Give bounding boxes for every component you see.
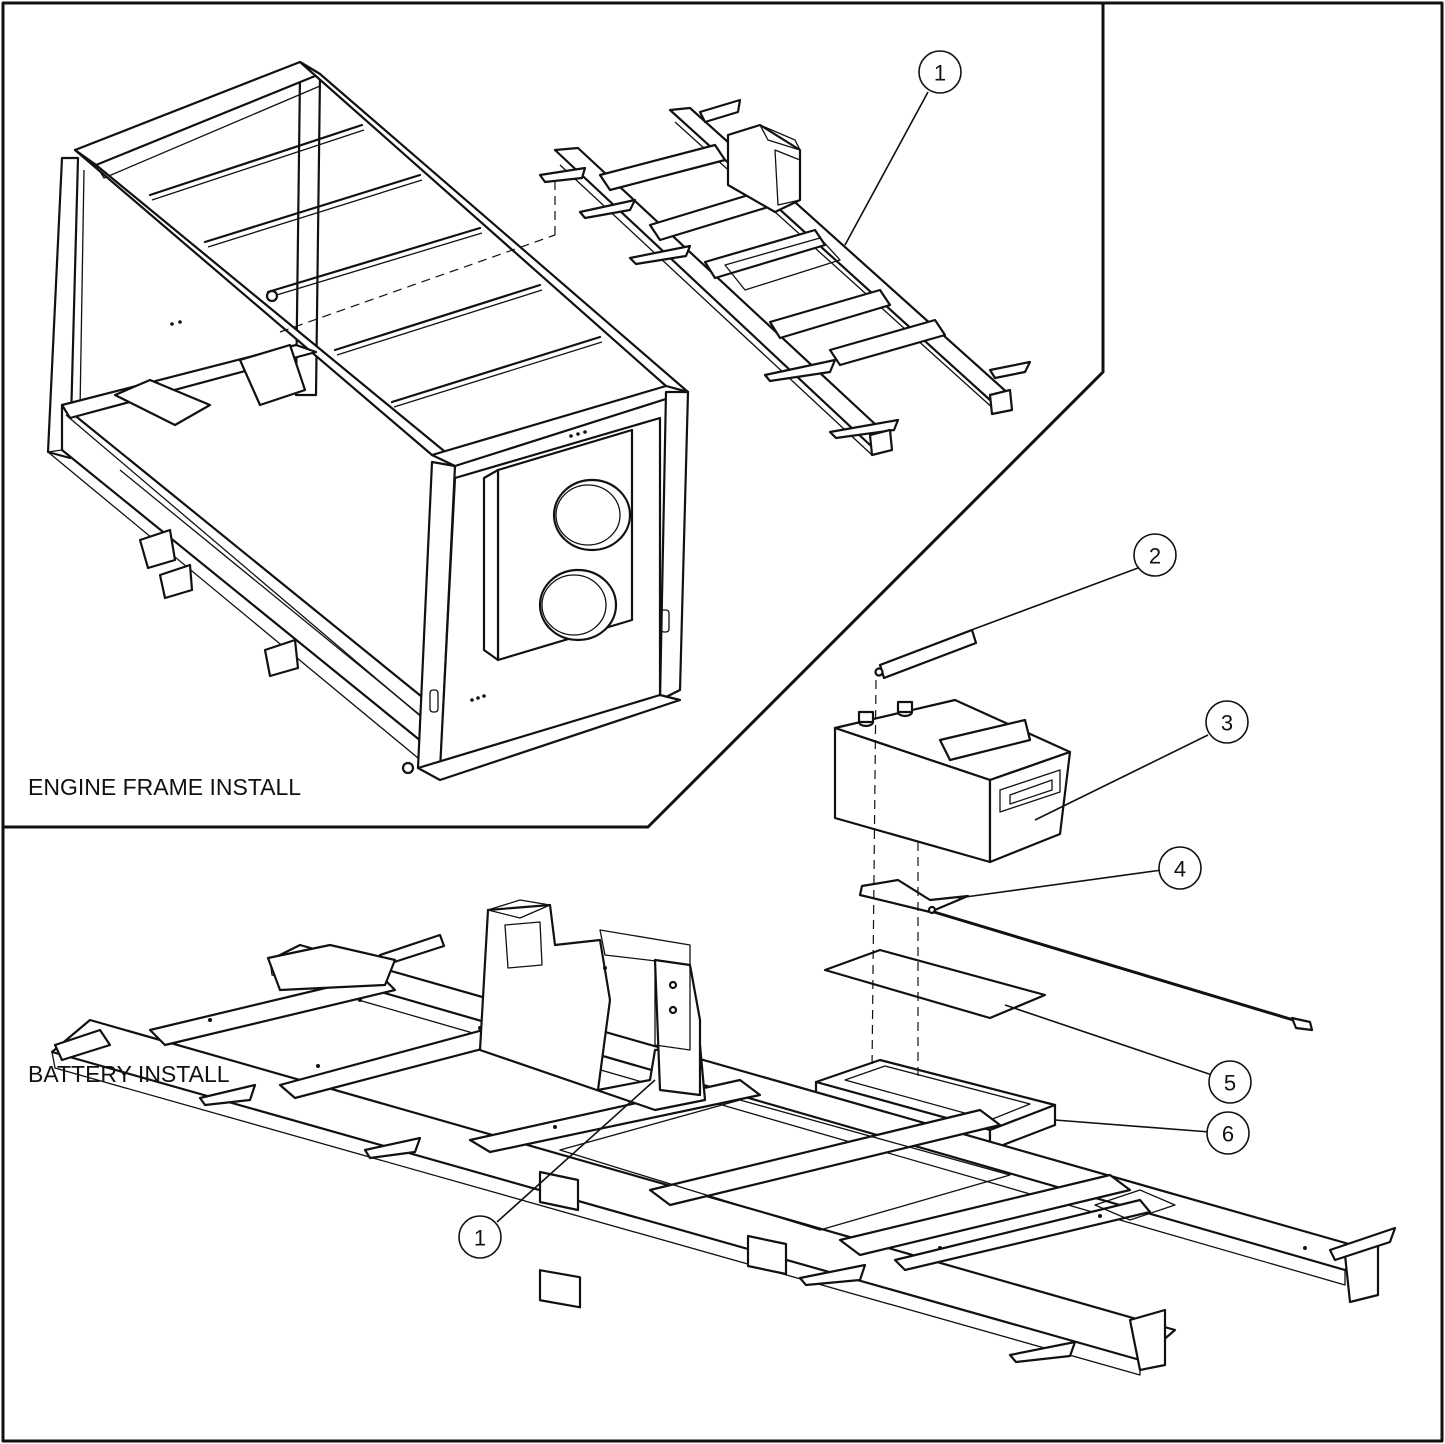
callout-5: 5 (1208, 1060, 1252, 1104)
callout-3-number: 3 (1221, 711, 1233, 736)
callout-3: 3 (1205, 700, 1249, 744)
callout-2-number: 2 (1149, 544, 1161, 569)
battery-mat (823, 948, 1047, 1020)
battery-install-title: BATTERY INSTALL (28, 1061, 230, 1087)
callout-1-top: 1 (918, 50, 962, 94)
battery-hold-down-bar (874, 628, 978, 680)
ground-cable (932, 910, 1314, 1032)
callout-1-bottom: 1 (458, 1215, 502, 1259)
callout-6: 6 (1206, 1111, 1250, 1155)
engine-frame-install-title: ENGINE FRAME INSTALL (28, 774, 301, 800)
callout-4-number: 4 (1174, 857, 1186, 882)
callout-6-number: 6 (1222, 1122, 1234, 1147)
engine-frame-cage (46, 60, 690, 782)
callout-4: 4 (1158, 846, 1202, 890)
battery-stack-lines (871, 679, 919, 1080)
callout-2: 2 (1133, 533, 1177, 577)
chassis-frame-small (538, 98, 1032, 457)
callout-5-number: 5 (1224, 1071, 1236, 1096)
callout-leaders (496, 91, 1213, 1223)
battery-plate (858, 878, 970, 915)
alignment-line (279, 178, 556, 333)
chassis-frame-large (50, 899, 1397, 1376)
battery (833, 698, 1072, 864)
panel-divider (1, 1, 1105, 829)
callout-1-top-number: 1 (934, 61, 946, 86)
callout-1-bottom-number: 1 (474, 1226, 486, 1251)
